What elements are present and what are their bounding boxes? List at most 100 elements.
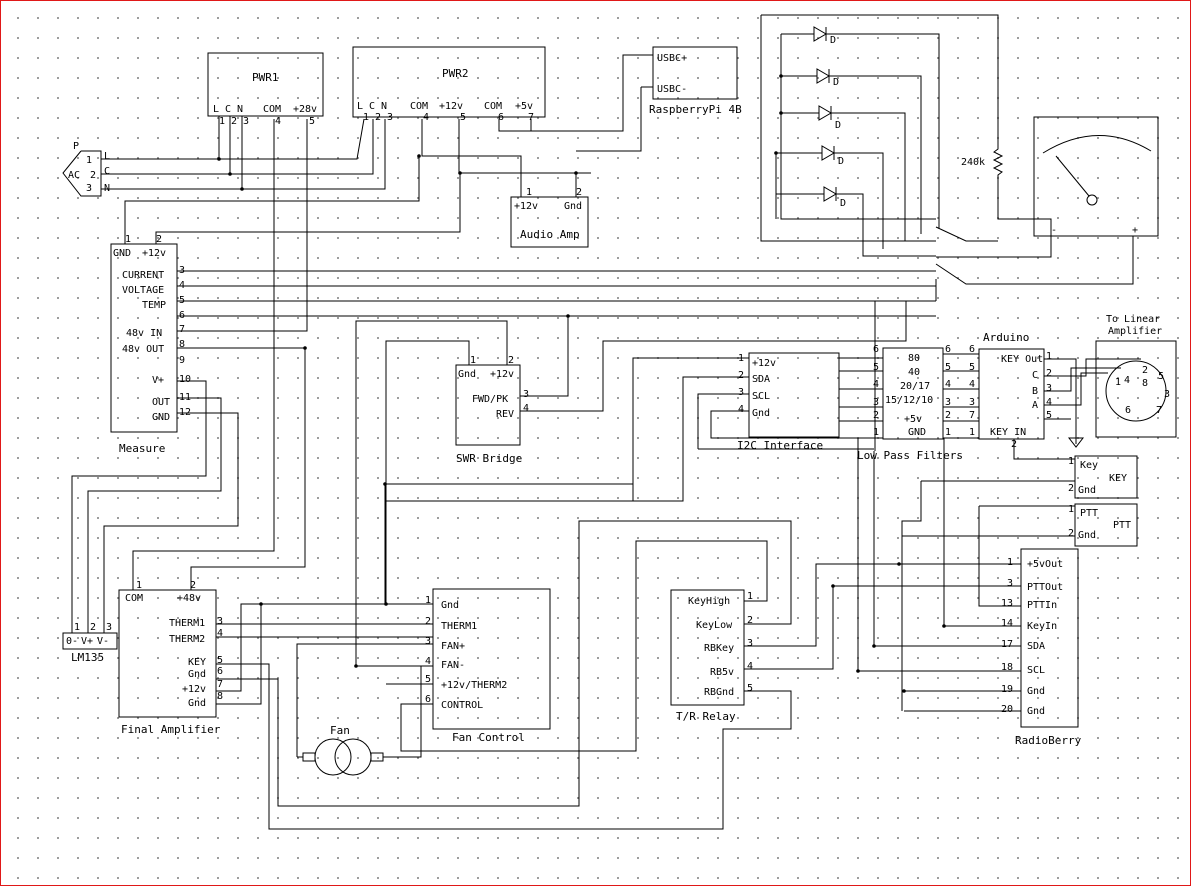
measure-num-8: 8 bbox=[179, 339, 185, 350]
tr-relay-title: T/R Relay bbox=[676, 710, 736, 723]
pwr1-pin-l: L bbox=[213, 104, 219, 115]
arduino-rnum-1: 1 bbox=[1046, 351, 1052, 362]
fa-pin-therm1: THERM1 bbox=[169, 618, 205, 629]
measure-num-9: 9 bbox=[179, 355, 185, 366]
audio-amp-pin-12v: +12v bbox=[514, 201, 538, 212]
fc-pin-fanplus: FAN+ bbox=[441, 641, 465, 652]
lpf-rnum-2: 2 bbox=[945, 410, 951, 421]
pwr1-pin-com: COM bbox=[263, 104, 281, 115]
pwr2-pin-com: COM bbox=[410, 101, 428, 112]
fan-control-block: Gnd THERM1 FAN+ FAN- +12v/THERM2 CONTROL… bbox=[425, 588, 551, 744]
din-pin-4: 4 bbox=[1124, 375, 1130, 386]
lpf-lnum-6: 6 bbox=[873, 344, 879, 355]
led-3-label: D bbox=[835, 120, 841, 131]
i2c-pin-gnd: Gnd bbox=[752, 408, 770, 419]
swr-num-2: 2 bbox=[508, 355, 514, 366]
tr-pin-rb5v: RB5v bbox=[710, 667, 734, 678]
tr-pin-keylow: KeyLow bbox=[696, 620, 733, 631]
i2c-interface-block: +12v SDA SCL Gnd 1 2 3 4 I2C Interface bbox=[737, 352, 840, 452]
ac-p-label: P bbox=[73, 141, 79, 152]
arduino-lnum-5: 5 bbox=[969, 362, 975, 373]
ptt-num-1: 1 bbox=[1068, 504, 1074, 515]
audio-amp-block: +12v Gnd 1 2 Audio Amp bbox=[510, 187, 589, 248]
meter-plus: + bbox=[1132, 225, 1138, 236]
rb-num-14: 14 bbox=[1001, 618, 1013, 629]
led-1-label: D bbox=[830, 35, 836, 46]
pwr2-num-2: 2 bbox=[375, 112, 381, 123]
din-connector: To Linear Amplifier 2 4 5 1 8 3 6 7 bbox=[1095, 314, 1177, 438]
fa-num-5: 5 bbox=[217, 655, 223, 666]
din-pin-5: 5 bbox=[1158, 371, 1164, 382]
lpf-40: 40 bbox=[908, 367, 920, 378]
fa-num-4: 4 bbox=[217, 628, 223, 639]
arduino-lnum-3: 3 bbox=[969, 397, 975, 408]
lpf-15-12-10: 15/12/10 bbox=[885, 395, 933, 406]
arduino-pin-keyout: KEY Out bbox=[1001, 354, 1043, 365]
fc-pin-control: CONTROL bbox=[441, 700, 483, 711]
lpf-rnum-6: 6 bbox=[945, 344, 951, 355]
fc-num-4: 4 bbox=[425, 656, 431, 667]
resistor-label: 240k bbox=[961, 157, 985, 168]
rb-pin-gnd2: Gnd bbox=[1027, 706, 1045, 717]
fc-pin-therm1: THERM1 bbox=[441, 621, 477, 632]
tr-relay-block: KeyHigh KeyLow RBKey RB5v RBGnd 1 2 3 4 … bbox=[670, 589, 753, 723]
lpf-gnd: GND bbox=[908, 427, 926, 438]
final-amplifier-block: COM +48v 1 2 THERM1 THERM2 KEY Gnd +12v … bbox=[118, 580, 223, 736]
pwr2-pin-n: N bbox=[381, 101, 387, 112]
tr-num-2: 2 bbox=[747, 615, 753, 626]
swr-num-4: 4 bbox=[523, 403, 529, 414]
key-title: KEY bbox=[1109, 473, 1127, 484]
swr-num-1: 1 bbox=[470, 355, 476, 366]
rb-num-3: 3 bbox=[1007, 578, 1013, 589]
key-num-1: 1 bbox=[1068, 456, 1074, 467]
measure-num-7: 7 bbox=[179, 324, 185, 335]
ptt-pin-gnd: Gnd bbox=[1078, 530, 1096, 541]
lpf-20-17: 20/17 bbox=[900, 381, 930, 392]
raspberrypi-block: USBC+ USBC- RaspberryPi 4B bbox=[649, 46, 742, 116]
fc-num-5: 5 bbox=[425, 674, 431, 685]
pwr1-num-5: 5 bbox=[309, 116, 315, 127]
fc-pin-fanminus: FAN- bbox=[441, 660, 465, 671]
ac-plug: P AC 1 2 3 L C N bbox=[62, 141, 110, 197]
measure-num-2: 2 bbox=[156, 234, 162, 245]
pwr1-pin-c: C bbox=[225, 104, 231, 115]
wires bbox=[71, 14, 1141, 830]
led-5: D bbox=[823, 186, 846, 209]
fa-pin-gnd2: Gnd bbox=[188, 698, 206, 709]
pwr2-num-5: 5 bbox=[460, 112, 466, 123]
swr-title: SWR Bridge bbox=[456, 452, 522, 465]
audio-amp-num-1: 1 bbox=[526, 187, 532, 198]
key-block: Key Gnd KEY 1 2 bbox=[1068, 455, 1138, 499]
fc-num-3: 3 bbox=[425, 636, 431, 647]
fc-num-6: 6 bbox=[425, 694, 431, 705]
lm135-block: 0- V+ V- 1 2 3 LM135 bbox=[62, 622, 118, 664]
arduino-pin-keyin: KEY IN bbox=[990, 427, 1026, 438]
rb-pin-sda: SDA bbox=[1027, 641, 1045, 652]
ac-num-3: 3 bbox=[86, 183, 92, 194]
pwr1-num-4: 4 bbox=[275, 116, 281, 127]
pwr2-pin-com2: COM bbox=[484, 101, 502, 112]
tr-num-4: 4 bbox=[747, 661, 753, 672]
ptt-pin-ptt: PTT bbox=[1080, 508, 1098, 519]
arduino-block: Arduino KEY Out C B A KEY IN 6 5 4 3 7 1… bbox=[969, 331, 1052, 450]
fa-pin-key: KEY bbox=[188, 657, 206, 668]
measure-title: Measure bbox=[119, 442, 165, 455]
tr-num-1: 1 bbox=[747, 591, 753, 602]
key-num-2: 2 bbox=[1068, 483, 1074, 494]
lpf-rnum-5: 5 bbox=[945, 362, 951, 373]
lpf-lnum-2: 2 bbox=[873, 410, 879, 421]
rb-pin-scl: SCL bbox=[1027, 665, 1045, 676]
arduino-rnum-4: 4 bbox=[1046, 397, 1052, 408]
din-pin-8: 8 bbox=[1142, 378, 1148, 389]
ac-l: L bbox=[104, 151, 110, 162]
tr-num-5: 5 bbox=[747, 683, 753, 694]
arduino-lnum-6: 6 bbox=[969, 344, 975, 355]
fc-num-2: 2 bbox=[425, 616, 431, 627]
fa-num-7: 7 bbox=[217, 679, 223, 690]
pwr2-block: PWR2 L C N COM +12v COM +5v 1 2 3 4 5 6 … bbox=[352, 46, 546, 123]
arduino-rnum-3: 3 bbox=[1046, 383, 1052, 394]
junction-dots bbox=[217, 74, 946, 693]
i2c-pin-scl: SCL bbox=[752, 391, 770, 402]
fa-pin-12v: +12v bbox=[182, 684, 206, 695]
